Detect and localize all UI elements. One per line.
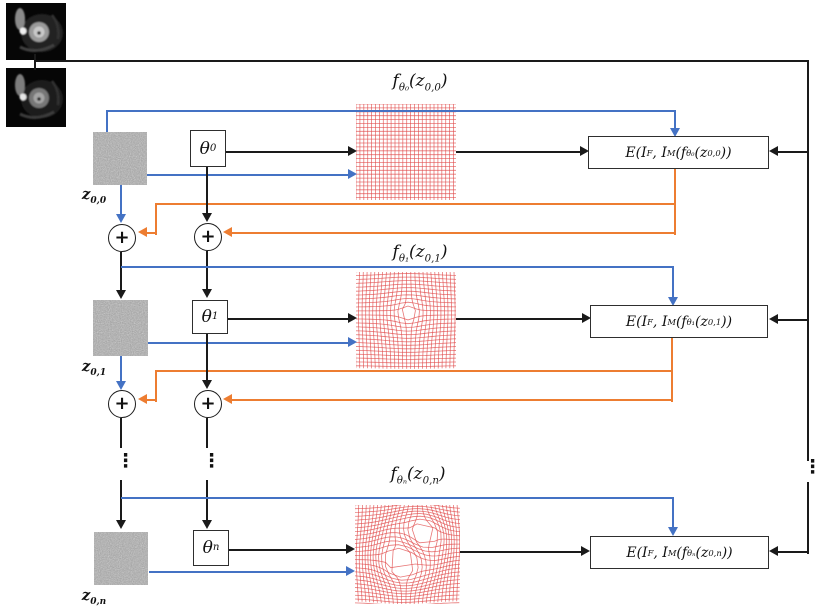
theta-column-ellipsis: ⋮	[202, 450, 221, 472]
fixed-mri-graphic	[6, 3, 66, 60]
warp-label-row0: fθ₀(z0,0)	[392, 71, 448, 94]
deformation-grid-row1	[356, 272, 456, 369]
feedback1-to-thetaplus-arrow	[223, 394, 232, 404]
feedback0-to-thetaplus-arrow	[223, 227, 232, 237]
feedback0-lower-line	[232, 232, 676, 234]
z1-to-energy-blue-drop	[672, 266, 674, 298]
adder2-theta-out-line-b	[206, 480, 208, 521]
z-update-adder-1: +	[108, 224, 136, 252]
rail-branch-rown	[778, 551, 808, 553]
feedback1-to-zplus-arrow	[138, 394, 147, 404]
z0n-to-grid-blue-line	[149, 571, 346, 573]
z0-to-energy-blue-arrow	[670, 128, 680, 137]
adder1-to-theta1-line	[206, 251, 208, 291]
theta0-to-grid-line	[226, 151, 348, 153]
rail-branch-rown-arrow	[769, 546, 778, 556]
rail-branch-row0-arrow	[769, 146, 778, 156]
rail-branch-row1-arrow	[769, 314, 778, 324]
feedback0-upper-line	[155, 203, 676, 205]
theta-update-adder-2: +	[194, 390, 222, 418]
deformation-grid-rown	[355, 505, 460, 604]
zn-to-energy-blue-drop	[672, 497, 674, 528]
latent-noise-z00	[93, 132, 147, 185]
theta0-to-plus-arrow	[202, 213, 212, 222]
adder2-out-line-a	[120, 418, 122, 448]
rail-branch-row0	[778, 151, 808, 153]
z00-to-plus-blue-line	[120, 185, 122, 215]
adder2-out-line-b	[120, 480, 122, 521]
gridn-to-energy-line	[460, 551, 581, 553]
to-z0n-arrow	[116, 520, 126, 529]
z-column-ellipsis: ⋮	[116, 450, 135, 472]
feedback1-left-drop	[155, 370, 157, 402]
rail-branch-row1	[778, 319, 808, 321]
theta0-to-grid-arrow	[348, 146, 357, 156]
theta1-to-plus-arrow	[202, 380, 212, 389]
moving-mri-image	[6, 68, 66, 127]
image-feed-right-rail-upper	[807, 60, 809, 461]
z01-to-grid-blue-line	[148, 342, 348, 344]
z01-to-plus-blue-arrow	[116, 381, 126, 390]
right-rail-ellipsis: ⋮	[803, 456, 820, 478]
adder1-to-z01-line	[120, 252, 122, 292]
z0-to-energy-blue-line	[106, 110, 676, 112]
feedback1-upper-line	[155, 370, 673, 372]
fixed-mri-image	[6, 3, 66, 60]
zn-to-energy-blue-line	[121, 497, 674, 499]
gridn-to-energy-arrow	[581, 546, 590, 556]
feedback0-main-drop	[674, 169, 676, 235]
thetan-to-grid-arrow	[346, 544, 355, 554]
deformation-grid-row0	[356, 104, 456, 201]
adder2-theta-out-line-a	[206, 418, 208, 448]
z-label-row0: z0,0	[81, 185, 107, 206]
feedback0-left-drop	[155, 203, 157, 235]
feedback1-lower-line	[232, 399, 673, 401]
feedback0-to-zplus-line	[147, 232, 157, 234]
thetan-to-grid-line	[229, 549, 346, 551]
grid1-to-energy-arrow	[582, 313, 591, 323]
theta-update-adder-1: +	[194, 223, 222, 251]
theta1-to-grid-arrow	[348, 313, 357, 323]
image-feed-top-line	[35, 60, 809, 62]
grid0-to-energy-arrow	[580, 146, 589, 156]
latent-noise-z01	[93, 300, 148, 356]
z0-to-energy-blue-drop	[674, 110, 676, 129]
z01-to-grid-blue-arrow	[348, 337, 357, 347]
latent-noise-z0n	[94, 532, 148, 585]
z-label-rown: z0,n	[81, 586, 107, 607]
theta1-to-grid-line	[228, 318, 348, 320]
feedback0-to-zplus-arrow	[138, 227, 147, 237]
to-thetan-arrow	[202, 520, 212, 529]
z1-to-energy-blue-line	[121, 266, 674, 268]
grid1-to-energy-line	[456, 318, 582, 320]
z0n-to-grid-blue-arrow	[346, 566, 355, 576]
adder1-to-z01-arrow	[116, 290, 126, 299]
image-feed-right-rail-lower	[807, 482, 809, 554]
grid0-to-energy-line	[456, 151, 580, 153]
z-label-row1: z0,1	[81, 357, 107, 378]
adder1-to-theta1-arrow	[202, 289, 212, 298]
z00-to-grid-blue-arrow	[348, 169, 357, 179]
warp-label-row1: fθ₁(z0,1)	[392, 242, 448, 265]
theta0-to-plus-line	[206, 167, 208, 214]
warp-label-rown: fθₙ(z0,n)	[390, 464, 446, 487]
z-update-adder-2: +	[108, 390, 136, 418]
z01-to-plus-blue-line	[120, 356, 122, 382]
zn-to-energy-blue-arrow	[668, 527, 678, 536]
image-feed-tick	[34, 54, 36, 70]
z0-to-energy-blue-riser	[106, 110, 108, 133]
z1-to-energy-blue-arrow	[668, 297, 678, 306]
z00-to-grid-blue-line	[147, 174, 348, 176]
z00-to-plus-blue-arrow	[116, 214, 126, 223]
feedback1-to-zplus-line	[147, 399, 157, 401]
moving-mri-graphic	[6, 68, 66, 127]
theta1-to-plus-line	[206, 334, 208, 381]
